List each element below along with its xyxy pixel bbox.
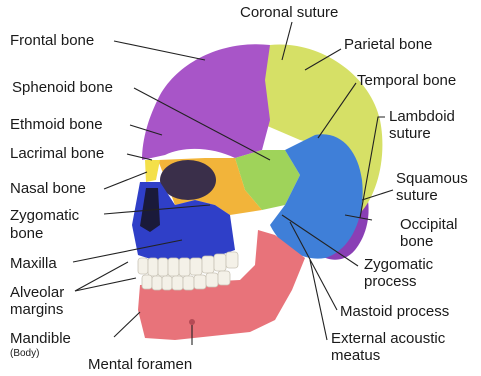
- label-maxilla: Maxilla: [10, 256, 57, 272]
- label-mandible: Mandible: [10, 331, 71, 347]
- label-occipital-bone-1: Occipital: [400, 217, 458, 233]
- label-frontal-bone: Frontal bone: [10, 33, 94, 49]
- label-nasal-bone: Nasal bone: [10, 181, 86, 197]
- label-external-acoustic-meatus-2: meatus: [331, 348, 380, 364]
- mental-foramen: [189, 319, 195, 325]
- label-zygomatic-bone-2: bone: [10, 226, 43, 242]
- label-lambdoid-suture-2: suture: [389, 126, 431, 142]
- label-zygomatic-process-2: process: [364, 274, 417, 290]
- label-alveolar-margins-1: Alveolar: [10, 285, 64, 301]
- label-alveolar-margins-2: margins: [10, 302, 63, 318]
- label-temporal-bone: Temporal bone: [357, 73, 456, 89]
- label-occipital-bone-2: bone: [400, 234, 433, 250]
- label-lambdoid-suture-1: Lambdoid: [389, 109, 455, 125]
- label-squamous-suture-1: Squamous: [396, 171, 468, 187]
- label-mental-foramen: Mental foramen: [88, 357, 192, 373]
- label-zygomatic-process-1: Zygomatic: [364, 257, 433, 273]
- label-mandible-body: (Body): [10, 348, 39, 359]
- label-parietal-bone: Parietal bone: [344, 37, 432, 53]
- label-coronal-suture: Coronal suture: [240, 5, 338, 21]
- orbit: [160, 160, 216, 200]
- label-lacrimal-bone: Lacrimal bone: [10, 146, 104, 162]
- label-ethmoid-bone: Ethmoid bone: [10, 117, 103, 133]
- label-mastoid-process: Mastoid process: [340, 304, 449, 320]
- label-zygomatic-bone-1: Zygomatic: [10, 208, 79, 224]
- label-squamous-suture-2: suture: [396, 188, 438, 204]
- label-sphenoid-bone: Sphenoid bone: [12, 80, 113, 96]
- label-external-acoustic-meatus-1: External acoustic: [331, 331, 445, 347]
- nasal-bone: [145, 160, 160, 182]
